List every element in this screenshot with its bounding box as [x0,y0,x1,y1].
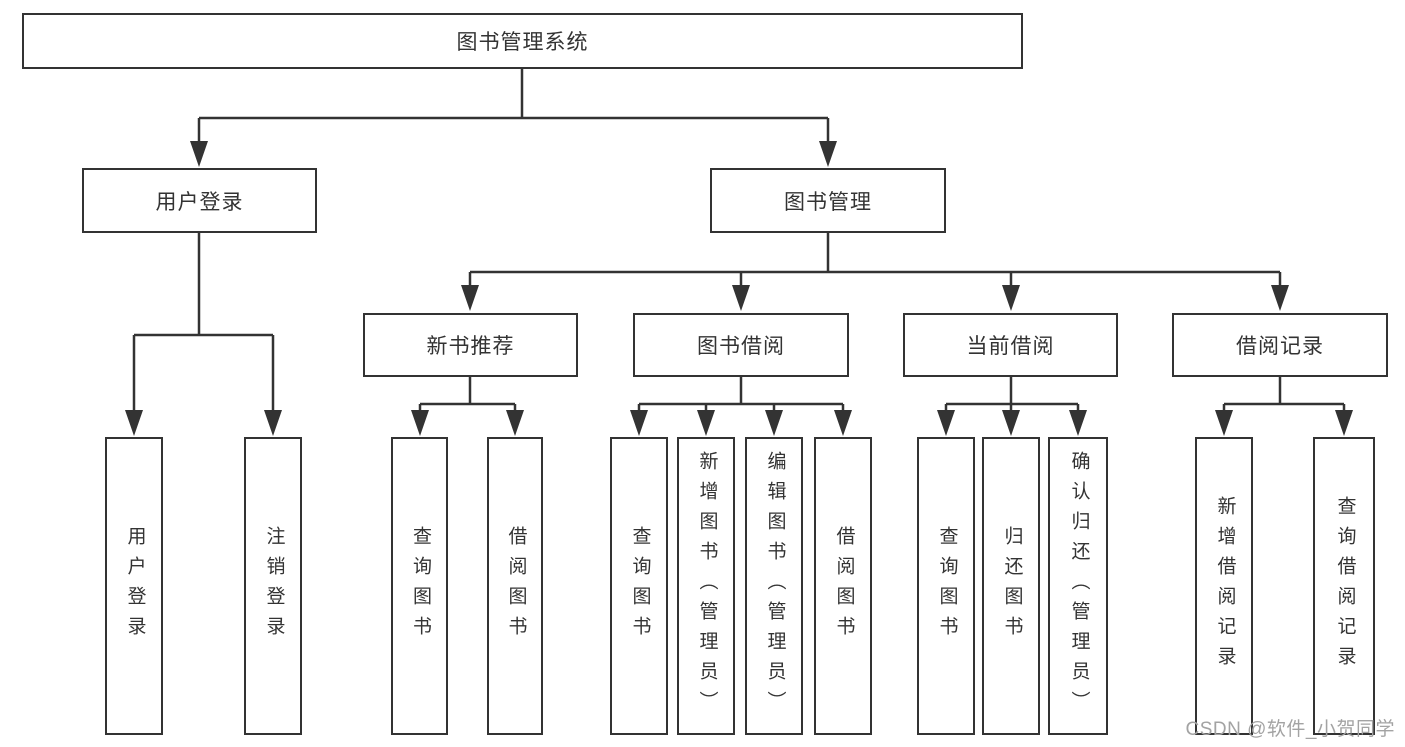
leaf-current-query-books: 查询图书 [917,437,975,735]
node-borrow-records: 借阅记录 [1172,313,1388,377]
leaf-borrow-borrow-books: 借阅图书 [814,437,872,735]
leaf-newbook-borrow-books: 借阅图书 [487,437,543,735]
node-book-management: 图书管理 [710,168,946,233]
leaf-logout-login: 注销登录 [244,437,302,735]
csdn-watermark: CSDN @软件_小贺同学 [1185,719,1395,740]
node-user-login: 用户登录 [82,168,317,233]
leaf-records-query-borrow-record: 查询借阅记录 [1313,437,1375,735]
leaf-borrow-add-books-admin: 新增图书（管理员） [677,437,735,735]
node-new-book-recommend: 新书推荐 [363,313,578,377]
node-book-borrow: 图书借阅 [633,313,849,377]
node-current-borrow: 当前借阅 [903,313,1118,377]
leaf-current-return-books: 归还图书 [982,437,1040,735]
leaf-user-login: 用户登录 [105,437,163,735]
leaf-borrow-edit-books-admin: 编辑图书（管理员） [745,437,803,735]
leaf-newbook-query-books: 查询图书 [391,437,448,735]
leaf-records-add-borrow-record: 新增借阅记录 [1195,437,1253,735]
node-system-root: 图书管理系统 [22,13,1023,69]
arrowhead-icons [125,141,1353,436]
leaf-borrow-query-books: 查询图书 [610,437,668,735]
leaf-current-confirm-return-admin: 确认归还（管理员） [1048,437,1108,735]
